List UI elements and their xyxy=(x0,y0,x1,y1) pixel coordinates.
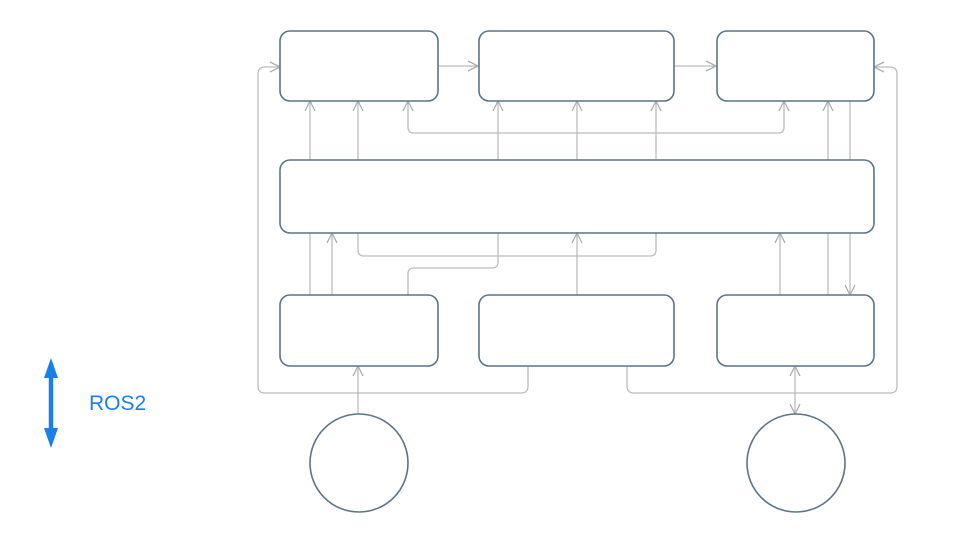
legend-label: ROS2 xyxy=(89,392,147,415)
bottom-left-box xyxy=(279,294,439,367)
bottom-center-box xyxy=(478,294,675,367)
top-left-box xyxy=(279,30,439,102)
wire-outer-right xyxy=(626,67,898,394)
wire-bl-to-tc xyxy=(407,101,498,295)
right-circle xyxy=(746,413,846,513)
middle-bar xyxy=(279,159,875,234)
top-center-box xyxy=(478,30,675,102)
node-boxes xyxy=(279,30,875,513)
top-right-box xyxy=(716,30,875,102)
wire-mid-loop xyxy=(358,101,656,257)
left-circle xyxy=(309,413,409,513)
wire-top-bus xyxy=(408,101,784,134)
wire-outer-left xyxy=(257,67,529,394)
bottom-right-box xyxy=(716,294,875,367)
